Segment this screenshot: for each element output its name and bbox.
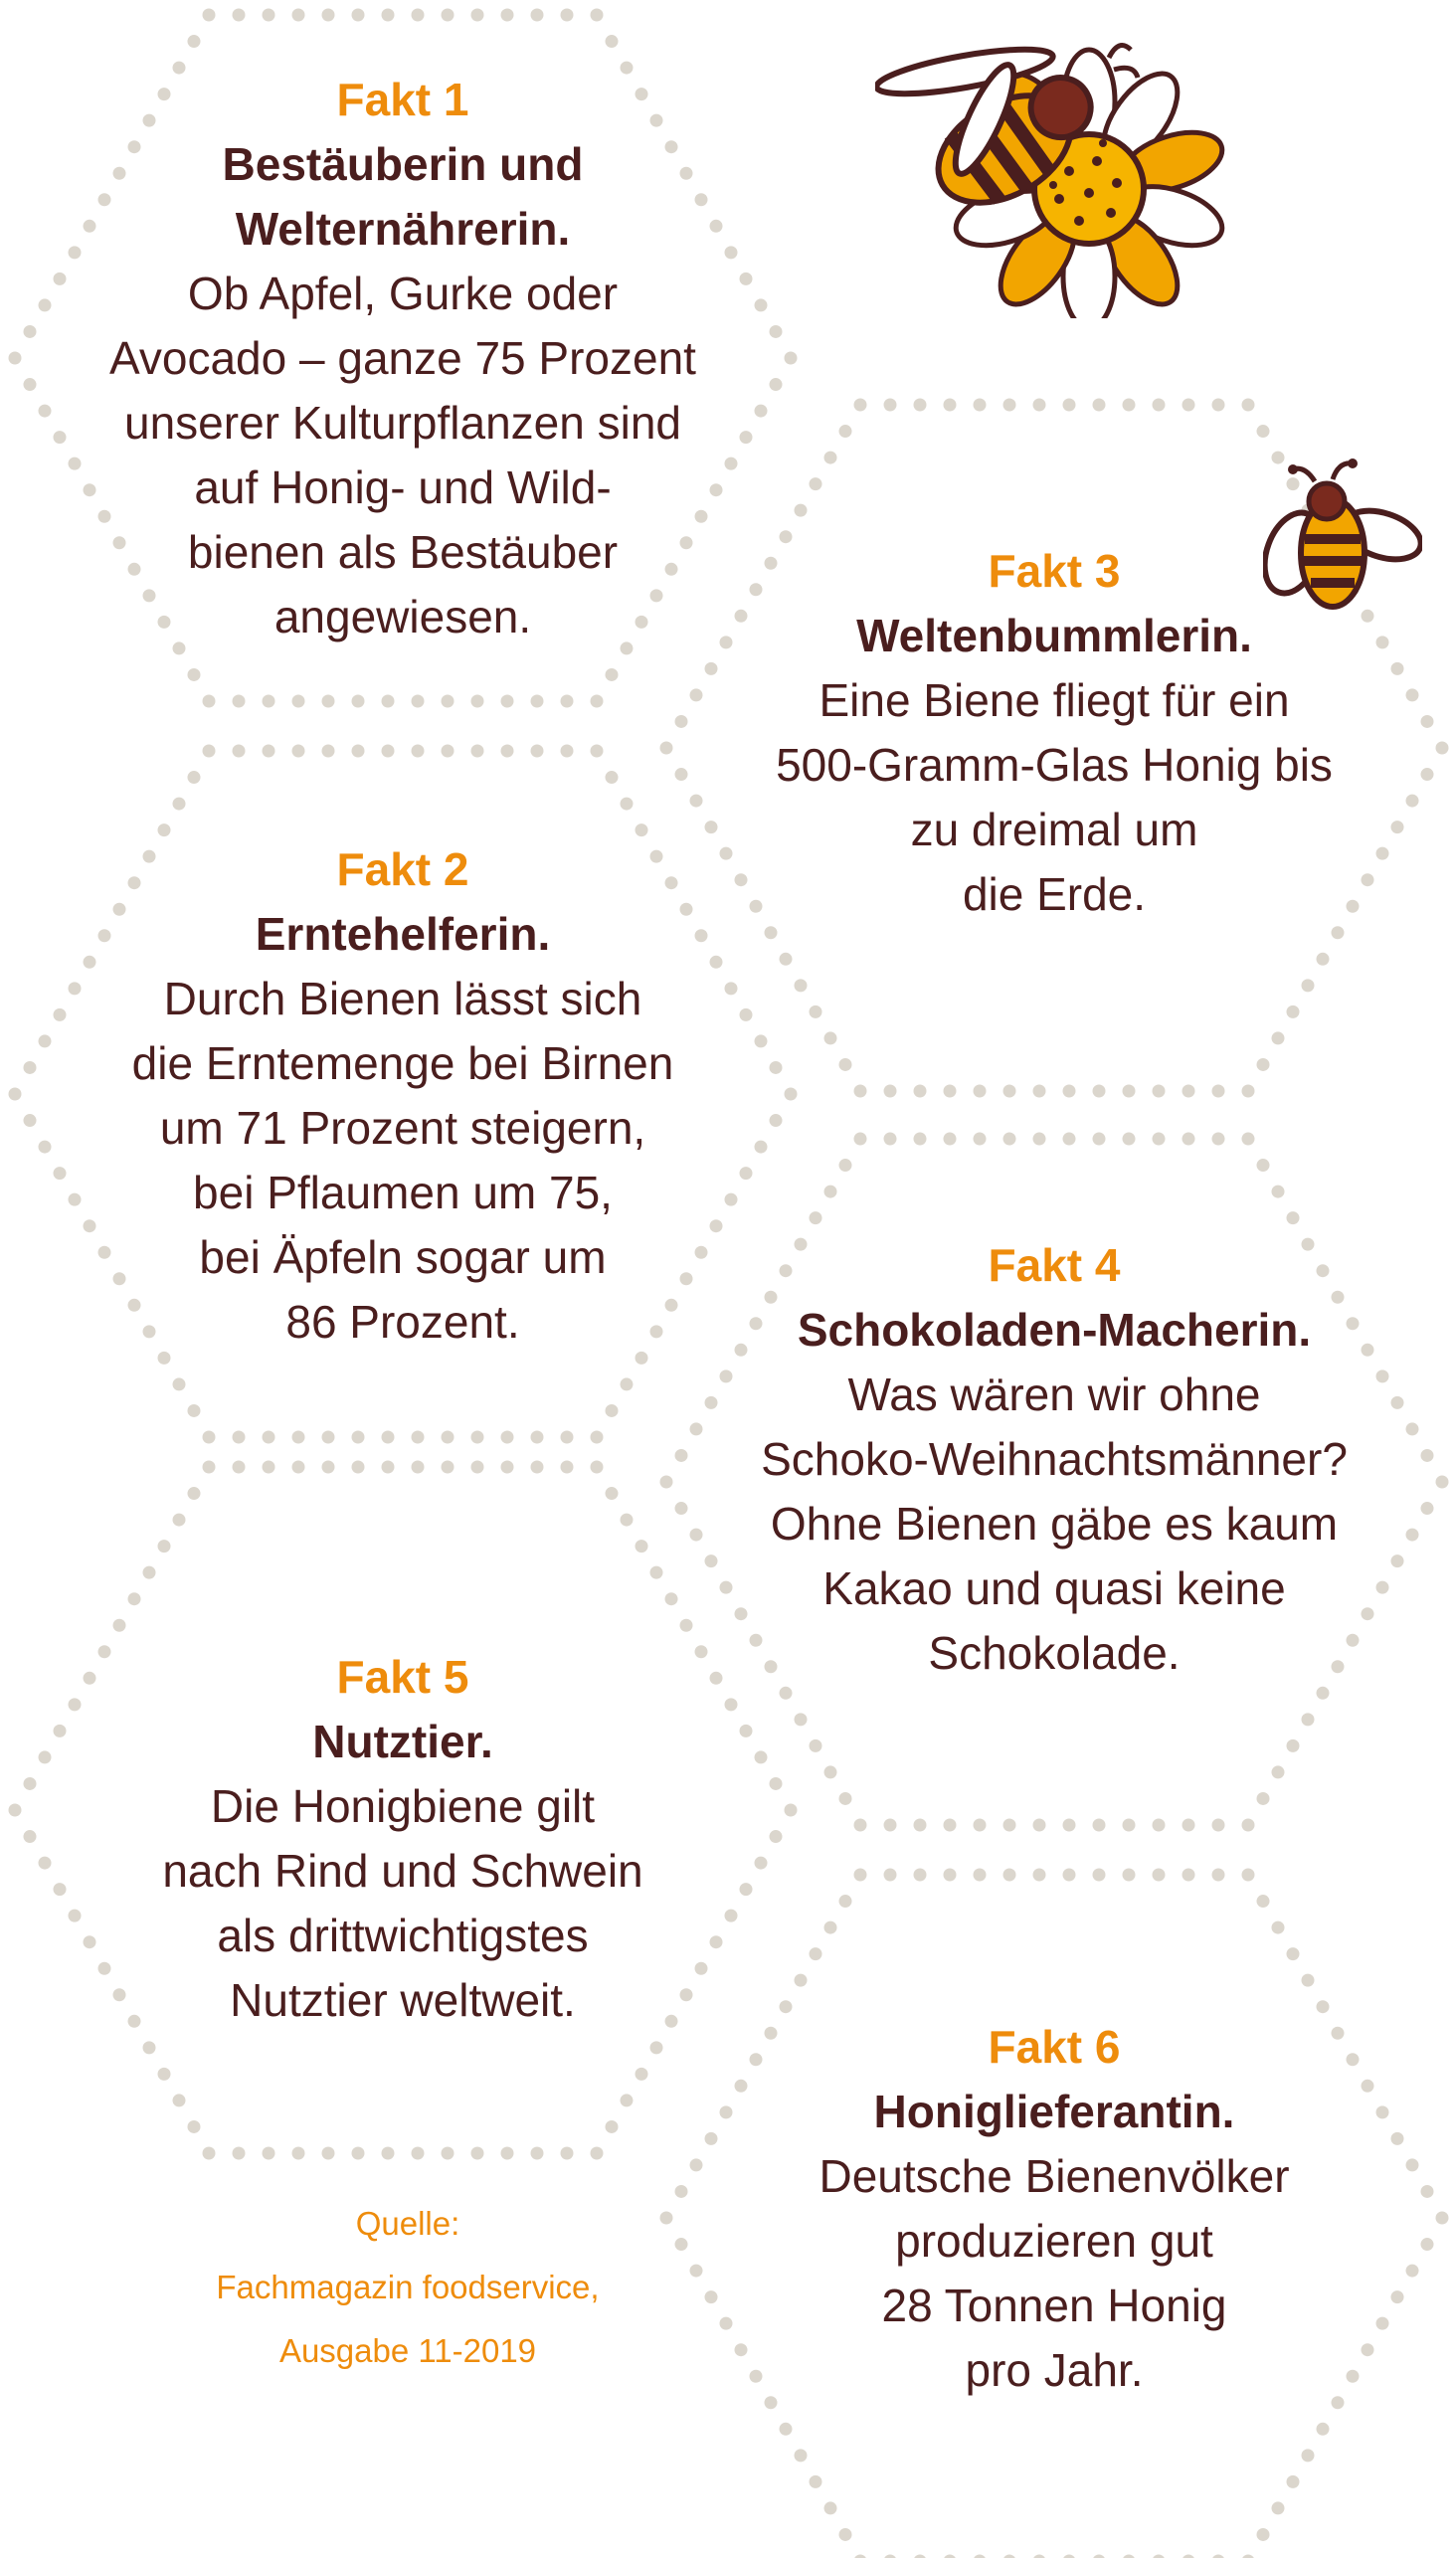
fact-number: Fakt 6 xyxy=(988,2021,1121,2073)
fact-text: Ob Apfel, Gurke oder Avocado – ganze 75 … xyxy=(109,268,696,642)
source-line-2: Ausgabe 11-2019 xyxy=(278,2332,537,2369)
fact-title: Honiglieferantin. xyxy=(873,2086,1235,2137)
fact-number: Fakt 1 xyxy=(336,74,469,125)
fact-text: Die Honigbiene gilt nach Rind und Schwei… xyxy=(162,1780,643,2026)
fact-5: Fakt 5 Nutztier. Die Honigbiene gilt nac… xyxy=(60,1645,746,2033)
fact-title: Bestäuberin und Welternährerin. xyxy=(222,138,584,255)
fact-number: Fakt 5 xyxy=(336,1651,469,1703)
fact-number: Fakt 4 xyxy=(988,1239,1121,1291)
source-line-1: Fachmagazin foodservice, xyxy=(216,2269,600,2305)
fact-text: Deutsche Bienenvölker produzieren gut 28… xyxy=(819,2150,1290,2396)
flying-bee-illustration xyxy=(1263,458,1422,610)
fact-number: Fakt 2 xyxy=(336,843,469,895)
fact-1: Fakt 1 Bestäuberin und Welternährerin. O… xyxy=(60,68,746,649)
fact-3: Fakt 3 Weltenbummlerin. Eine Biene flieg… xyxy=(711,539,1397,927)
fact-2: Fakt 2 Erntehelferin. Durch Bienen lässt… xyxy=(60,837,746,1355)
fact-title: Erntehelferin. xyxy=(255,908,551,960)
source-note: Quelle: Fachmagazin foodservice, Ausgabe… xyxy=(149,2192,666,2383)
fact-text: Eine Biene fliegt für ein 500-Gramm-Glas… xyxy=(776,674,1333,920)
fact-6: Fakt 6 Honiglieferantin. Deutsche Bienen… xyxy=(711,2015,1397,2403)
fact-number: Fakt 3 xyxy=(988,545,1121,597)
fact-title: Weltenbummlerin. xyxy=(856,610,1252,661)
fact-title: Nutztier. xyxy=(312,1716,493,1767)
fact-4: Fakt 4 Schokoladen-Macherin. Was wären w… xyxy=(711,1233,1397,1686)
source-label: Quelle: xyxy=(355,2205,460,2242)
bee-on-flower-illustration xyxy=(875,43,1225,318)
fact-text: Was wären wir ohne Schoko-Weihnachtsmänn… xyxy=(761,1369,1348,1679)
fact-title: Schokoladen-Macherin. xyxy=(797,1304,1312,1356)
fact-text: Durch Bienen lässt sich die Erntemenge b… xyxy=(131,973,674,1348)
